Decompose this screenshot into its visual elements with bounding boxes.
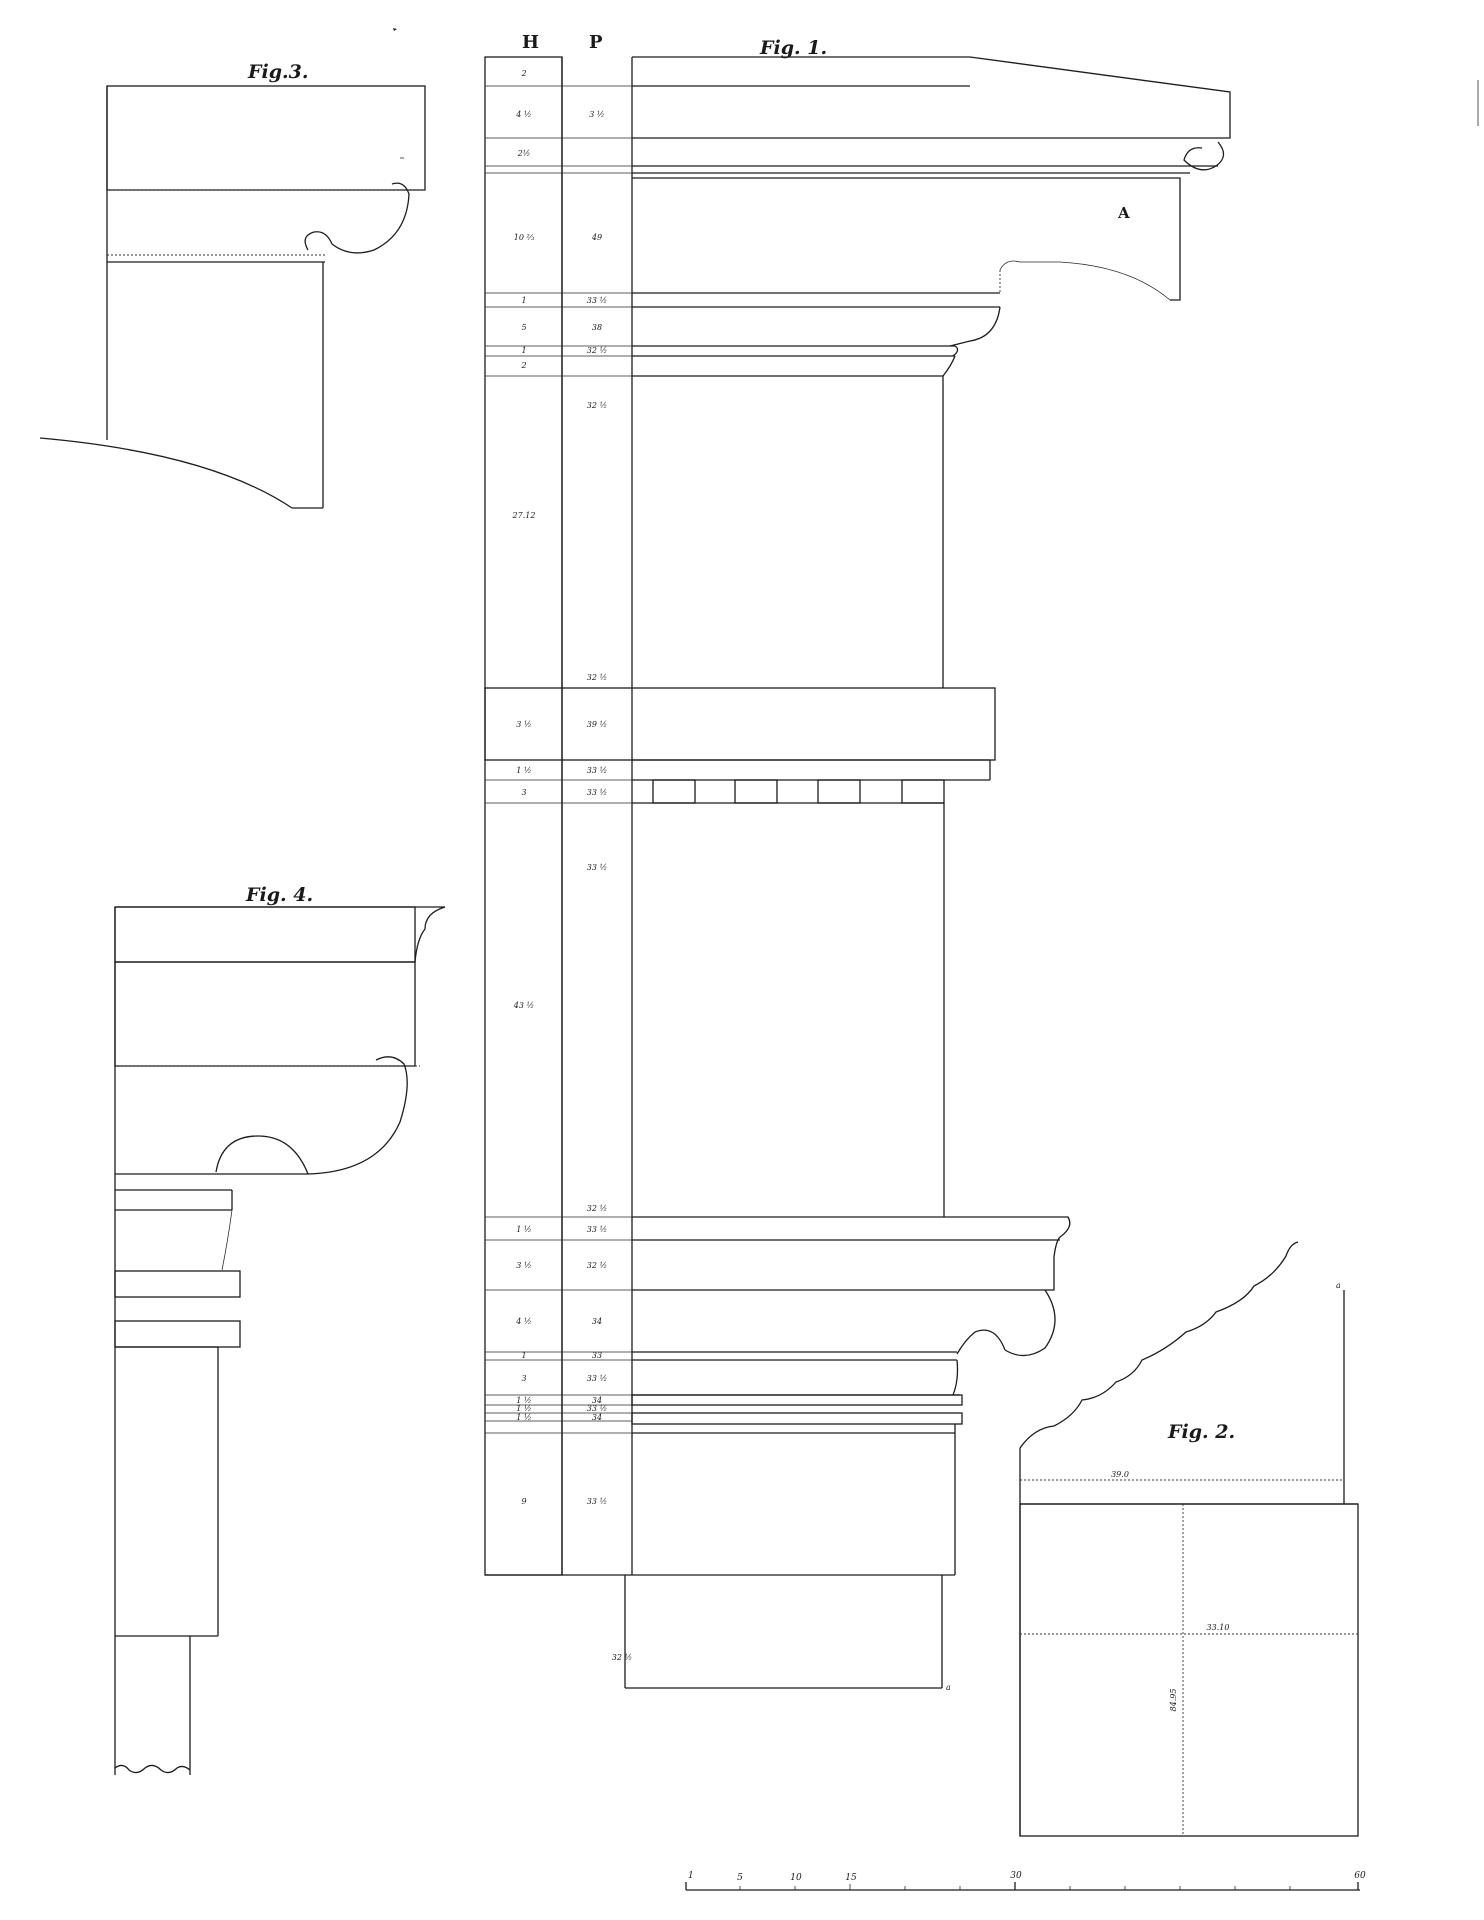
row-p: 32 ½: [587, 401, 607, 410]
row-p: 32 ½: [612, 1653, 632, 1662]
fig4-drawing: Fig. 4.: [114, 884, 446, 1775]
fig2-mid-width: 33.10: [1207, 1623, 1230, 1632]
fig3-drawing: Fig.3.: [39, 61, 426, 509]
row-h: 4 ½: [515, 1317, 531, 1326]
row-h: 5: [521, 323, 526, 332]
row-p: 33 ½: [587, 766, 607, 775]
row-p: 33 ½: [587, 863, 607, 872]
row-h: 1 ½: [516, 1404, 531, 1413]
point-label-a-fig2: a: [1336, 1281, 1341, 1290]
row-h: 2: [520, 361, 526, 370]
row-p: 3 ½: [589, 110, 604, 119]
row-p: 33 ½: [587, 1497, 607, 1506]
fig4-title: Fig. 4.: [245, 884, 313, 906]
row-p: 33: [592, 1351, 602, 1360]
scale-label: 30: [1010, 1871, 1022, 1881]
row-h: 1 ½: [516, 1225, 531, 1234]
point-label-a-upper: A: [1117, 204, 1130, 222]
scale-label: 5: [737, 1873, 743, 1883]
row-h: 27.12: [512, 511, 536, 520]
row-h: 1: [521, 1351, 526, 1360]
scale-label: 60: [1354, 1871, 1366, 1881]
fig2-height: 84.95: [1169, 1689, 1178, 1712]
row-p: 34: [592, 1317, 602, 1326]
point-label-a-lower: a: [946, 1683, 951, 1692]
column-header-p: P: [589, 32, 603, 53]
row-h: 1: [521, 296, 526, 305]
row-h: 9: [521, 1497, 526, 1506]
row-h: 10 ⅔: [514, 233, 535, 242]
row-p: 32 ½: [587, 1261, 607, 1270]
row-p: 39 ½: [587, 720, 607, 729]
row-p: 33 ½: [587, 1404, 607, 1413]
fig2-title: Fig. 2.: [1167, 1421, 1235, 1443]
row-h: 4 ½: [515, 110, 531, 119]
row-h: 43 ½: [513, 1001, 534, 1010]
fig1-dimension-table: 2 4 ½ 3 ½ 2½ 10 ⅔ 49 1 33 ½ 5 38 1 32 ½ …: [512, 69, 633, 1662]
row-p: 34: [592, 1413, 602, 1422]
row-h: 3 ½: [516, 720, 531, 729]
fig1-title: Fig. 1.: [759, 37, 827, 59]
row-h: 3 ½: [516, 1261, 531, 1270]
fig2-top-width: 39.0: [1111, 1470, 1129, 1479]
row-p: 38: [592, 323, 602, 332]
row-p: 33 ½: [587, 1374, 607, 1383]
row-p: 33 ½: [587, 1225, 607, 1234]
fig1-drawing: Fig. 1. H P: [484, 32, 1231, 1692]
row-h: 2½: [517, 149, 531, 158]
scale-label: 10: [790, 1873, 802, 1883]
row-p: 32 ½: [587, 673, 607, 682]
scale-label: 15: [845, 1873, 857, 1883]
column-header-h: H: [522, 32, 539, 53]
row-h: 3: [521, 1374, 526, 1383]
row-h: 1: [521, 346, 526, 355]
row-p: 49: [591, 233, 602, 242]
row-h: 3: [521, 788, 526, 797]
row-p: 32 ½: [587, 1204, 607, 1213]
row-p: 32 ½: [587, 346, 607, 355]
row-p: 34: [592, 1396, 602, 1405]
row-h: 1 ½: [516, 766, 531, 775]
printer-mark: [393, 28, 397, 31]
scale-label: 1: [688, 1871, 694, 1881]
row-p: 33 ½: [587, 788, 607, 797]
fig2-drawing: Fig. 2. a 39.0 33.10 84.95: [1019, 1241, 1359, 1837]
row-p: 33 ½: [587, 296, 607, 305]
row-h: 2: [520, 69, 526, 78]
row-h: 1 ½: [516, 1396, 531, 1405]
fig3-title: Fig.3.: [247, 61, 308, 83]
scale-bar: 1 5 10 15 30 60: [685, 1871, 1366, 1891]
row-h: 1 ½: [516, 1413, 531, 1422]
